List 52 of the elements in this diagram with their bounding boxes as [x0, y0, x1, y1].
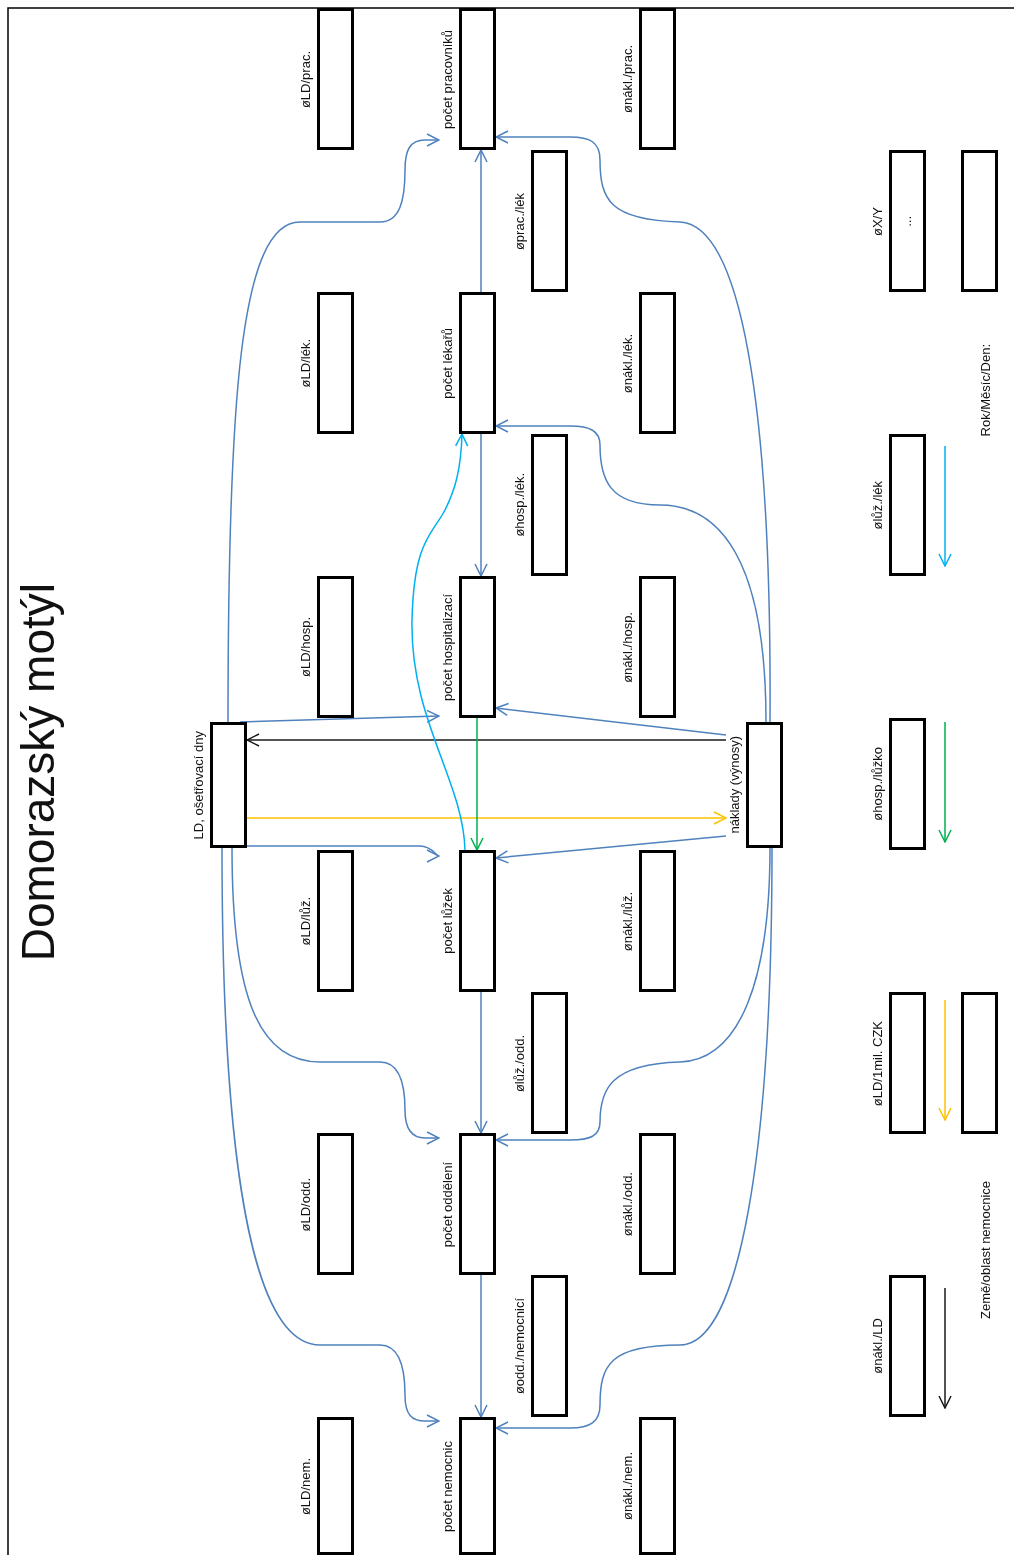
- metric-label: øLD/1mil. CZK: [870, 1020, 886, 1106]
- arrow: [474, 149, 488, 293]
- arrow: [495, 835, 727, 864]
- arrow: [474, 433, 488, 577]
- box-label: Země/oblast nemocnice: [978, 1181, 994, 1319]
- placeholder-text: ...: [899, 215, 915, 227]
- metric-label: ølůž./odd.: [512, 1034, 528, 1092]
- arrow: [411, 433, 469, 851]
- arrow: [227, 133, 440, 723]
- diagram-title: Domorazský motýl: [12, 583, 64, 962]
- metric-label: ønákl./prac.: [620, 45, 636, 113]
- metric-label: øLD/hosp.: [298, 617, 314, 677]
- metric-label: øhosp./lék.: [512, 473, 528, 537]
- arrow: [470, 717, 484, 851]
- metric-label: øodd./nemocnicí: [512, 1298, 528, 1395]
- metric-label: ønákl./hosp.: [620, 611, 636, 683]
- metric-label: počet lůžek: [440, 888, 456, 954]
- metric-label: ønákl./nem.: [620, 1452, 636, 1520]
- metric-label: náklady (výnosy): [727, 736, 743, 834]
- metric-label: øLD/odd.: [298, 1177, 314, 1231]
- metric-label: ølůž./lék: [870, 481, 886, 530]
- arrow: [246, 845, 440, 860]
- metric-label: ønákl./lék.: [620, 333, 636, 393]
- metric-label: øprac./lék: [512, 192, 528, 250]
- arrow: [221, 847, 440, 1428]
- arrow: [495, 130, 771, 723]
- metric-label: počet nemocnic: [440, 1440, 456, 1532]
- arrow: [495, 847, 771, 1147]
- arrow: [246, 733, 727, 747]
- metric-label: ønákl./LD: [870, 1318, 886, 1374]
- metric-label: øhosp./lůžko: [870, 747, 886, 821]
- metric-label: øLD/nem.: [298, 1457, 314, 1515]
- metric-label: øLD/prac.: [298, 50, 314, 108]
- metric-label: øLD/lůž.: [298, 897, 314, 946]
- metric-label: LD, ošetřovací dny: [191, 731, 207, 840]
- arrow: [495, 702, 727, 736]
- metric-label: øX/Y: [870, 206, 886, 236]
- arrow: [474, 1274, 488, 1418]
- arrow: [231, 847, 440, 1145]
- arrow: [246, 811, 727, 825]
- metric-label: počet lékařů: [440, 327, 456, 399]
- metric-label: ønákl./lůž.: [620, 891, 636, 951]
- arrow: [495, 847, 773, 1435]
- metric-label: počet pracovníků: [440, 29, 456, 129]
- arrow: [495, 419, 767, 723]
- metric-label: počet hospitalizací: [440, 593, 456, 701]
- arrow: [239, 709, 440, 724]
- metric-label: ønákl./odd.: [620, 1172, 636, 1237]
- box-label: Rok/Měsíc/Den:: [978, 344, 994, 437]
- metric-label: øLD/lék.: [298, 339, 314, 388]
- arrow: [474, 991, 488, 1134]
- metric-label: počet oddělení: [440, 1161, 456, 1247]
